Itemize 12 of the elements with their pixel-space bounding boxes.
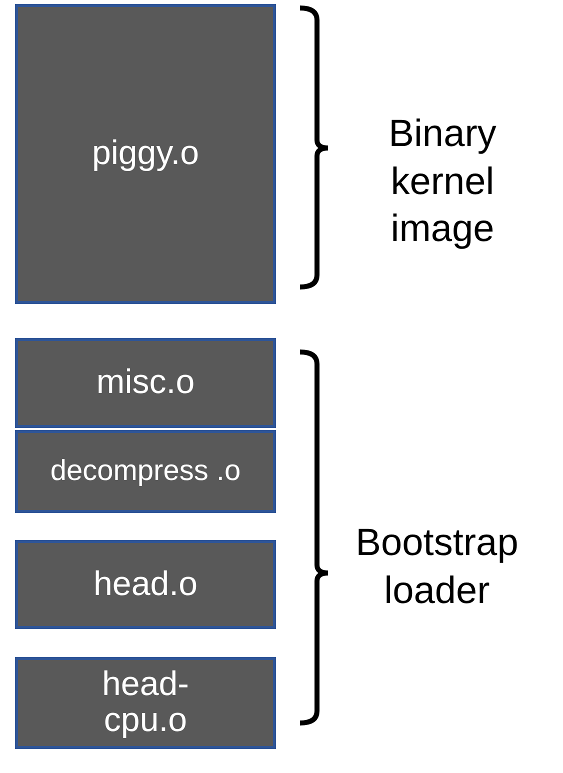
- group-label: Binary kernel image: [388, 112, 498, 252]
- module-block: [15, 338, 276, 428]
- module-block: [15, 4, 276, 304]
- module-block: [15, 430, 276, 513]
- module-name: piggy.o: [92, 136, 200, 172]
- module-block: [15, 540, 276, 629]
- module-name: head- cpu.o: [101, 667, 190, 739]
- group-label: Bootstrap loader: [354, 521, 520, 614]
- module-name: misc.o: [96, 365, 195, 401]
- module-block: [15, 657, 276, 749]
- module-name: head.o: [94, 566, 198, 602]
- module-name: decompress .o: [50, 456, 241, 487]
